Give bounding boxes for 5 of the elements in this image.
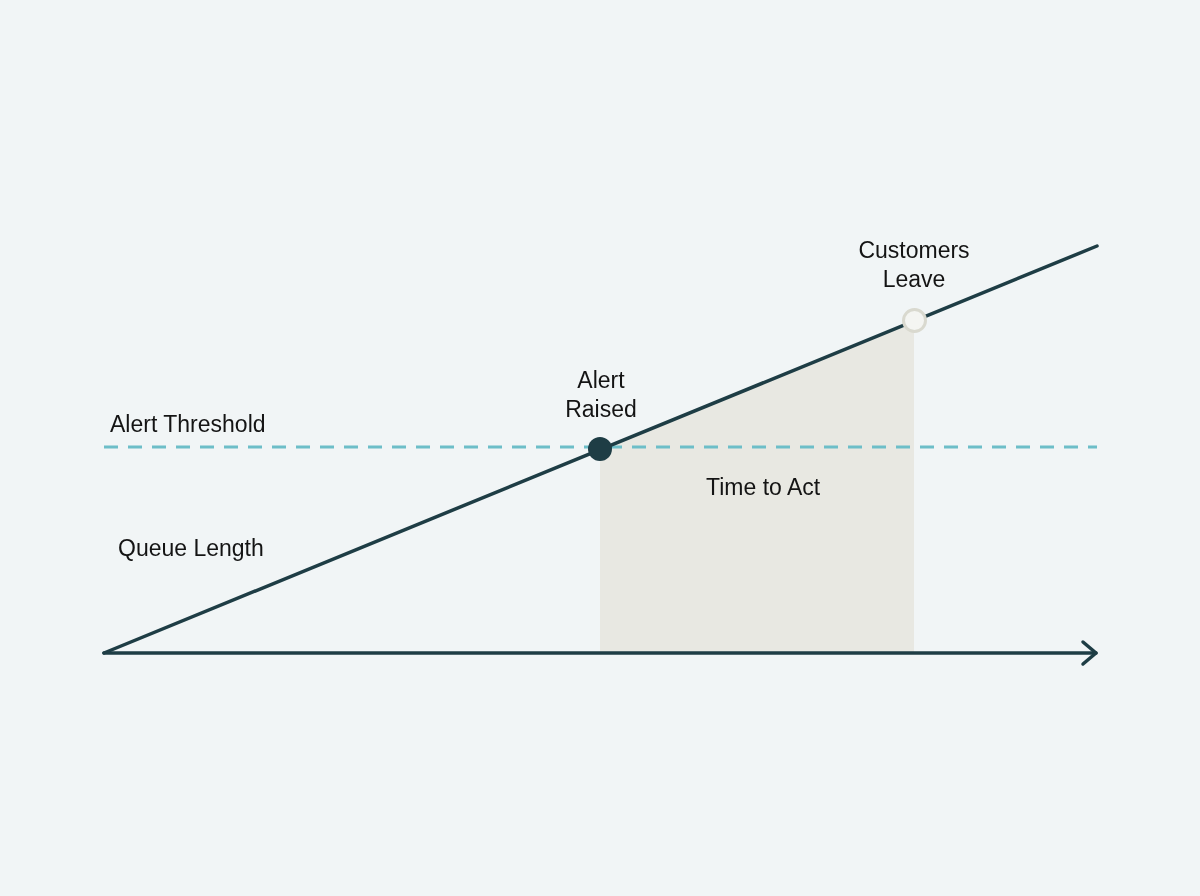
point-label: Alert Raised xyxy=(564,366,638,424)
line-label: Queue Length xyxy=(118,534,264,563)
point-label: Customers Leave xyxy=(857,236,971,294)
threshold-label: Alert Threshold xyxy=(110,410,266,439)
region-label: Time to Act xyxy=(706,473,821,502)
